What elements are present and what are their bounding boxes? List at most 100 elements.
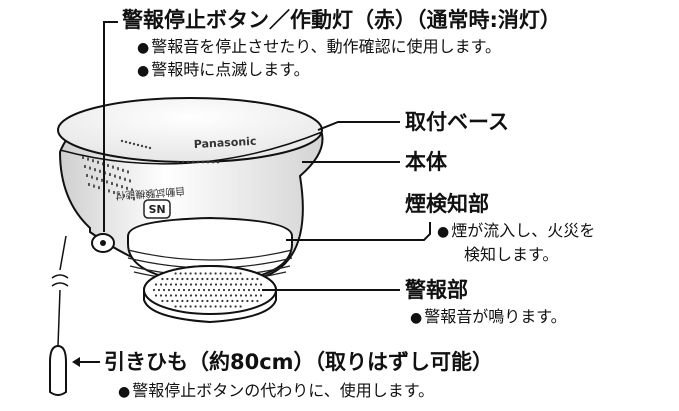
- speaker-hole: [184, 283, 188, 286]
- leader-mount-base: [317, 121, 400, 131]
- speaker-hole: [251, 299, 254, 303]
- speaker-hole: [199, 283, 203, 286]
- vent-dot: [211, 160, 215, 164]
- speaker-hole: [207, 288, 211, 292]
- top-vent-dots: [120, 139, 220, 164]
- speaker-hole: [159, 283, 163, 286]
- speaker-hole: [224, 294, 228, 297]
- speaker-hole: [199, 294, 203, 297]
- side-slit: [117, 167, 119, 171]
- speaker-hole: [219, 272, 222, 275]
- speaker-hole: [187, 288, 191, 292]
- speaker-hole: [161, 299, 164, 303]
- speaker-hole: [234, 272, 237, 275]
- side-slit: [91, 175, 93, 179]
- speaker-hole: [254, 294, 258, 297]
- side-slit: [98, 186, 100, 190]
- body-top-face: [57, 97, 323, 163]
- side-slit: [118, 192, 120, 196]
- side-slit: [93, 184, 95, 188]
- speaker-hole: [179, 283, 183, 286]
- speaker-hole: [169, 294, 173, 297]
- speaker-hole: [234, 305, 237, 308]
- speaker-hole: [201, 299, 204, 303]
- side-slit: [111, 182, 113, 185]
- speaker-hole: [189, 294, 193, 297]
- speaker-hole: [169, 283, 173, 286]
- speaker-hole: [224, 283, 228, 286]
- stop-button-title: 警報停止ボタン／作動灯（赤）（通常時:消灯）: [122, 8, 561, 32]
- smoke-sensor-line-2: 検知します。: [464, 245, 559, 264]
- speaker-hole: [257, 288, 261, 292]
- side-slit: [107, 164, 109, 167]
- speaker-hole: [154, 283, 158, 286]
- vent-dot: [201, 160, 205, 164]
- speaker-hole: [236, 299, 239, 303]
- side-slit: [87, 157, 89, 161]
- speaker-hole: [232, 288, 236, 292]
- speaker-hole: [157, 288, 161, 292]
- speaker-hole: [229, 272, 232, 275]
- vent-dot: [124, 140, 128, 144]
- speaker-hole: [199, 305, 202, 308]
- speaker-hole: [254, 283, 258, 286]
- speaker-hole: [162, 288, 166, 292]
- speaker-hole: [194, 305, 197, 308]
- leader-pull-cord-arrow: [72, 357, 80, 367]
- speaker-hole: [194, 272, 197, 275]
- speaker-hole: [249, 294, 253, 297]
- alarm-title: 警報部: [405, 278, 468, 302]
- side-slit: [123, 194, 125, 198]
- speaker-hole: [166, 299, 169, 303]
- speaker-hole: [224, 272, 227, 275]
- speaker-hole: [246, 277, 249, 281]
- speaker-hole: [174, 294, 178, 297]
- speaker-hole: [166, 277, 169, 281]
- speaker-hole: [164, 294, 168, 297]
- side-slit: [116, 183, 118, 187]
- side-slit: [82, 156, 84, 159]
- side-slit: [108, 189, 110, 193]
- stop-button-line-2: 警報時に点滅します。: [137, 60, 309, 79]
- pull-cord: [49, 235, 69, 396]
- speaker-hole: [212, 288, 216, 292]
- vent-dot: [132, 142, 136, 146]
- speaker-hole: [214, 283, 218, 286]
- alarm-speaker: [143, 265, 277, 324]
- speaker-hole: [259, 283, 263, 286]
- speaker-hole: [196, 299, 199, 303]
- vent-dot: [186, 160, 190, 164]
- speaker-hole: [244, 294, 248, 297]
- speaker-hole: [214, 294, 218, 297]
- speaker-hole: [231, 299, 234, 303]
- speaker-hole: [209, 294, 213, 297]
- speaker-hole: [172, 288, 176, 292]
- speaker-hole: [241, 277, 244, 281]
- speaker-hole: [214, 272, 217, 275]
- side-slit: [122, 168, 124, 172]
- speaker-hole: [206, 299, 209, 303]
- speaker-hole: [181, 277, 184, 281]
- speaker-hole: [152, 288, 156, 292]
- side-slit: [109, 173, 111, 176]
- speaker-hole: [221, 277, 224, 281]
- speaker-hole: [249, 283, 253, 286]
- speaker-hole: [174, 283, 178, 286]
- speaker-hole: [184, 272, 187, 275]
- speaker-hole: [206, 277, 209, 281]
- side-slit: [92, 159, 94, 163]
- vent-dot: [140, 144, 144, 148]
- speaker-hole: [226, 277, 229, 281]
- speaker-hole: [209, 305, 212, 308]
- speaker-hole: [161, 277, 164, 281]
- speaker-hole: [179, 272, 182, 275]
- speaker-hole: [259, 294, 263, 297]
- speaker-hole: [174, 305, 177, 308]
- leader-stop-button: [103, 21, 118, 232]
- speaker-hole: [189, 305, 192, 308]
- side-slit: [94, 168, 96, 172]
- speaker-hole: [159, 294, 163, 297]
- speaker-hole: [167, 288, 171, 292]
- side-slit: [89, 166, 91, 170]
